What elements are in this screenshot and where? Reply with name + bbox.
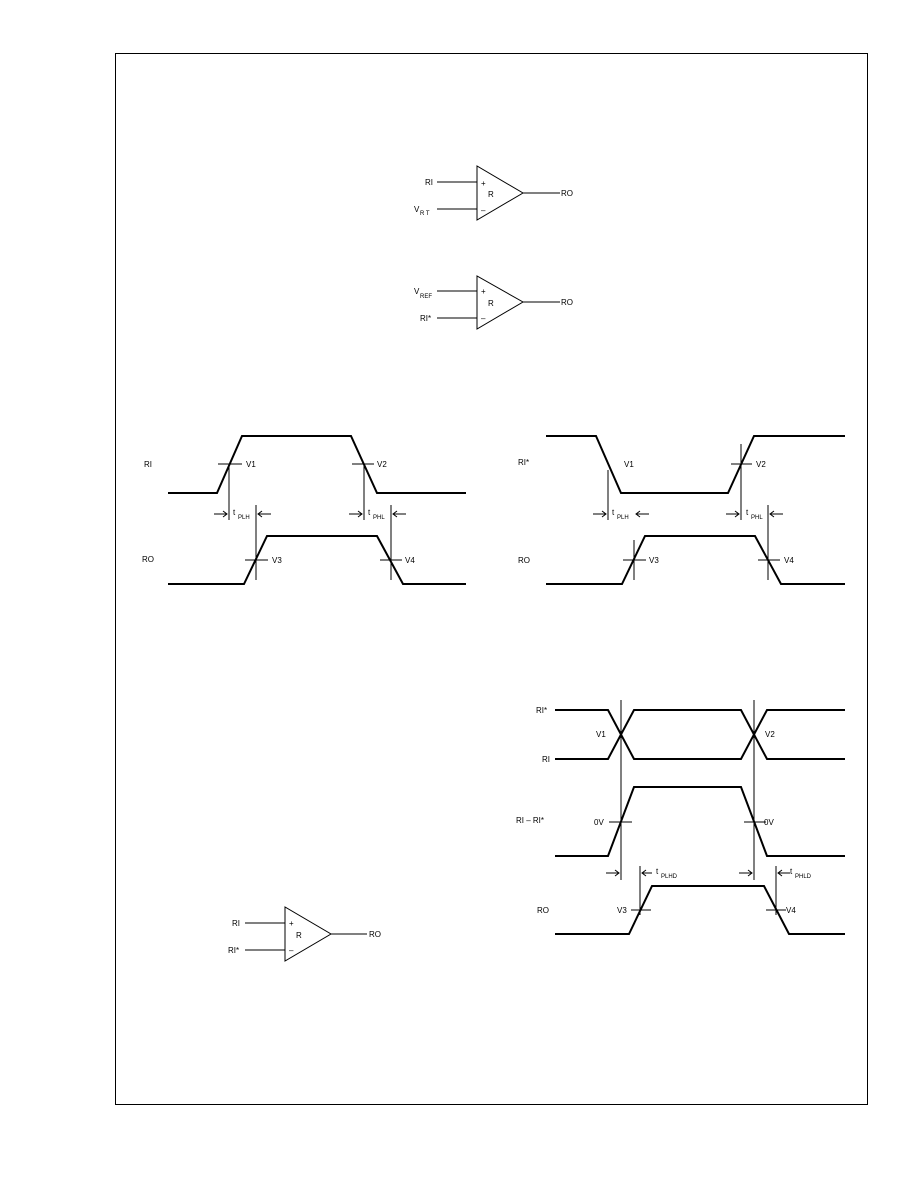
diff-v1: V1 bbox=[596, 730, 606, 739]
diff-ri-label: RI bbox=[542, 755, 550, 764]
right-output-waveform bbox=[546, 535, 845, 585]
right-v4: V4 bbox=[784, 556, 794, 565]
amp-3-out: RO bbox=[369, 930, 381, 939]
diff-ri-star-label: RI* bbox=[536, 706, 547, 715]
timing-diagram-right: RI* RO V1 V2 V3 V4 t PLH t PHL bbox=[518, 435, 845, 585]
left-tplh: t bbox=[233, 508, 236, 517]
left-v4: V4 bbox=[405, 556, 415, 565]
timing-diagram-differential: RI* RI RI – RI* RO V1 V2 0V 0V V3 V4 t P… bbox=[516, 700, 845, 935]
diff-v3: V3 bbox=[617, 906, 627, 915]
amp-3-triangle bbox=[284, 906, 332, 962]
diff-tphld: t bbox=[790, 867, 793, 876]
left-input-waveform bbox=[168, 435, 466, 494]
amp-1-body: R bbox=[488, 190, 494, 199]
svg-text:–: – bbox=[289, 946, 294, 955]
svg-text:+: + bbox=[481, 179, 486, 188]
amp-2-triangle bbox=[476, 275, 525, 330]
svg-text:+: + bbox=[481, 287, 486, 296]
left-out-label: RO bbox=[142, 555, 154, 564]
amp-2-in-pos-sub: REF bbox=[420, 294, 432, 300]
amp-2-in-neg: RI* bbox=[420, 314, 431, 323]
left-v3: V3 bbox=[272, 556, 282, 565]
diff-sum-label: RI – RI* bbox=[516, 816, 544, 825]
amp-1-in-neg-sub: R T bbox=[420, 211, 430, 217]
amp-1-triangle bbox=[476, 165, 524, 221]
amp-2-out: RO bbox=[561, 298, 573, 307]
right-v2: V2 bbox=[756, 460, 766, 469]
amp-2-in-pos: V bbox=[414, 287, 420, 296]
diff-output-waveform bbox=[555, 885, 845, 935]
right-tplh: t bbox=[612, 508, 615, 517]
diff-sum-waveform bbox=[555, 786, 845, 857]
right-in-label: RI* bbox=[518, 458, 529, 467]
diff-v4: V4 bbox=[786, 906, 796, 915]
left-in-label: RI bbox=[144, 460, 152, 469]
amp-2-body: R bbox=[488, 299, 494, 308]
diff-ri-waveform bbox=[555, 709, 845, 760]
right-tphl: t bbox=[746, 508, 749, 517]
diff-tplhd-sub: PLHD bbox=[661, 874, 678, 880]
diff-tphld-sub: PHLD bbox=[795, 874, 812, 880]
amp-3-in-pos: RI bbox=[232, 919, 240, 928]
diff-out-label: RO bbox=[537, 906, 549, 915]
right-v1: V1 bbox=[624, 460, 634, 469]
right-out-label: RO bbox=[518, 556, 530, 565]
svg-text:–: – bbox=[481, 314, 486, 323]
page-frame bbox=[115, 53, 868, 1105]
diff-tplhd: t bbox=[656, 867, 659, 876]
diff-v2: V2 bbox=[765, 730, 775, 739]
amp-1-out: RO bbox=[561, 189, 573, 198]
amp-3-in-neg: RI* bbox=[228, 946, 239, 955]
svg-text:–: – bbox=[481, 206, 486, 215]
diff-zero-right: 0V bbox=[764, 818, 774, 827]
diff-ri-star-waveform bbox=[555, 709, 845, 760]
timing-diagram-left: RI RO V1 V2 V3 V4 t PLH t PHL bbox=[142, 435, 466, 585]
receiver-amp-2: + – R V REF RI* RO bbox=[414, 275, 573, 330]
receiver-amp-1: + – R RI V R T RO bbox=[414, 165, 573, 221]
left-tphl-sub: PHL bbox=[373, 515, 385, 521]
amp-1-in-pos: RI bbox=[425, 178, 433, 187]
left-tplh-sub: PLH bbox=[238, 515, 250, 521]
amp-3-body: R bbox=[296, 931, 302, 940]
receiver-amp-3: + – R RI RI* RO bbox=[228, 906, 381, 962]
right-v3: V3 bbox=[649, 556, 659, 565]
diff-zero-left: 0V bbox=[594, 818, 604, 827]
svg-text:+: + bbox=[289, 919, 294, 928]
left-v2: V2 bbox=[377, 460, 387, 469]
left-output-waveform bbox=[168, 535, 466, 585]
left-v1: V1 bbox=[246, 460, 256, 469]
right-input-waveform bbox=[546, 435, 845, 494]
right-tplh-sub: PLH bbox=[617, 515, 629, 521]
right-tphl-sub: PHL bbox=[751, 515, 763, 521]
left-tphl: t bbox=[368, 508, 371, 517]
amp-1-in-neg: V bbox=[414, 205, 420, 214]
